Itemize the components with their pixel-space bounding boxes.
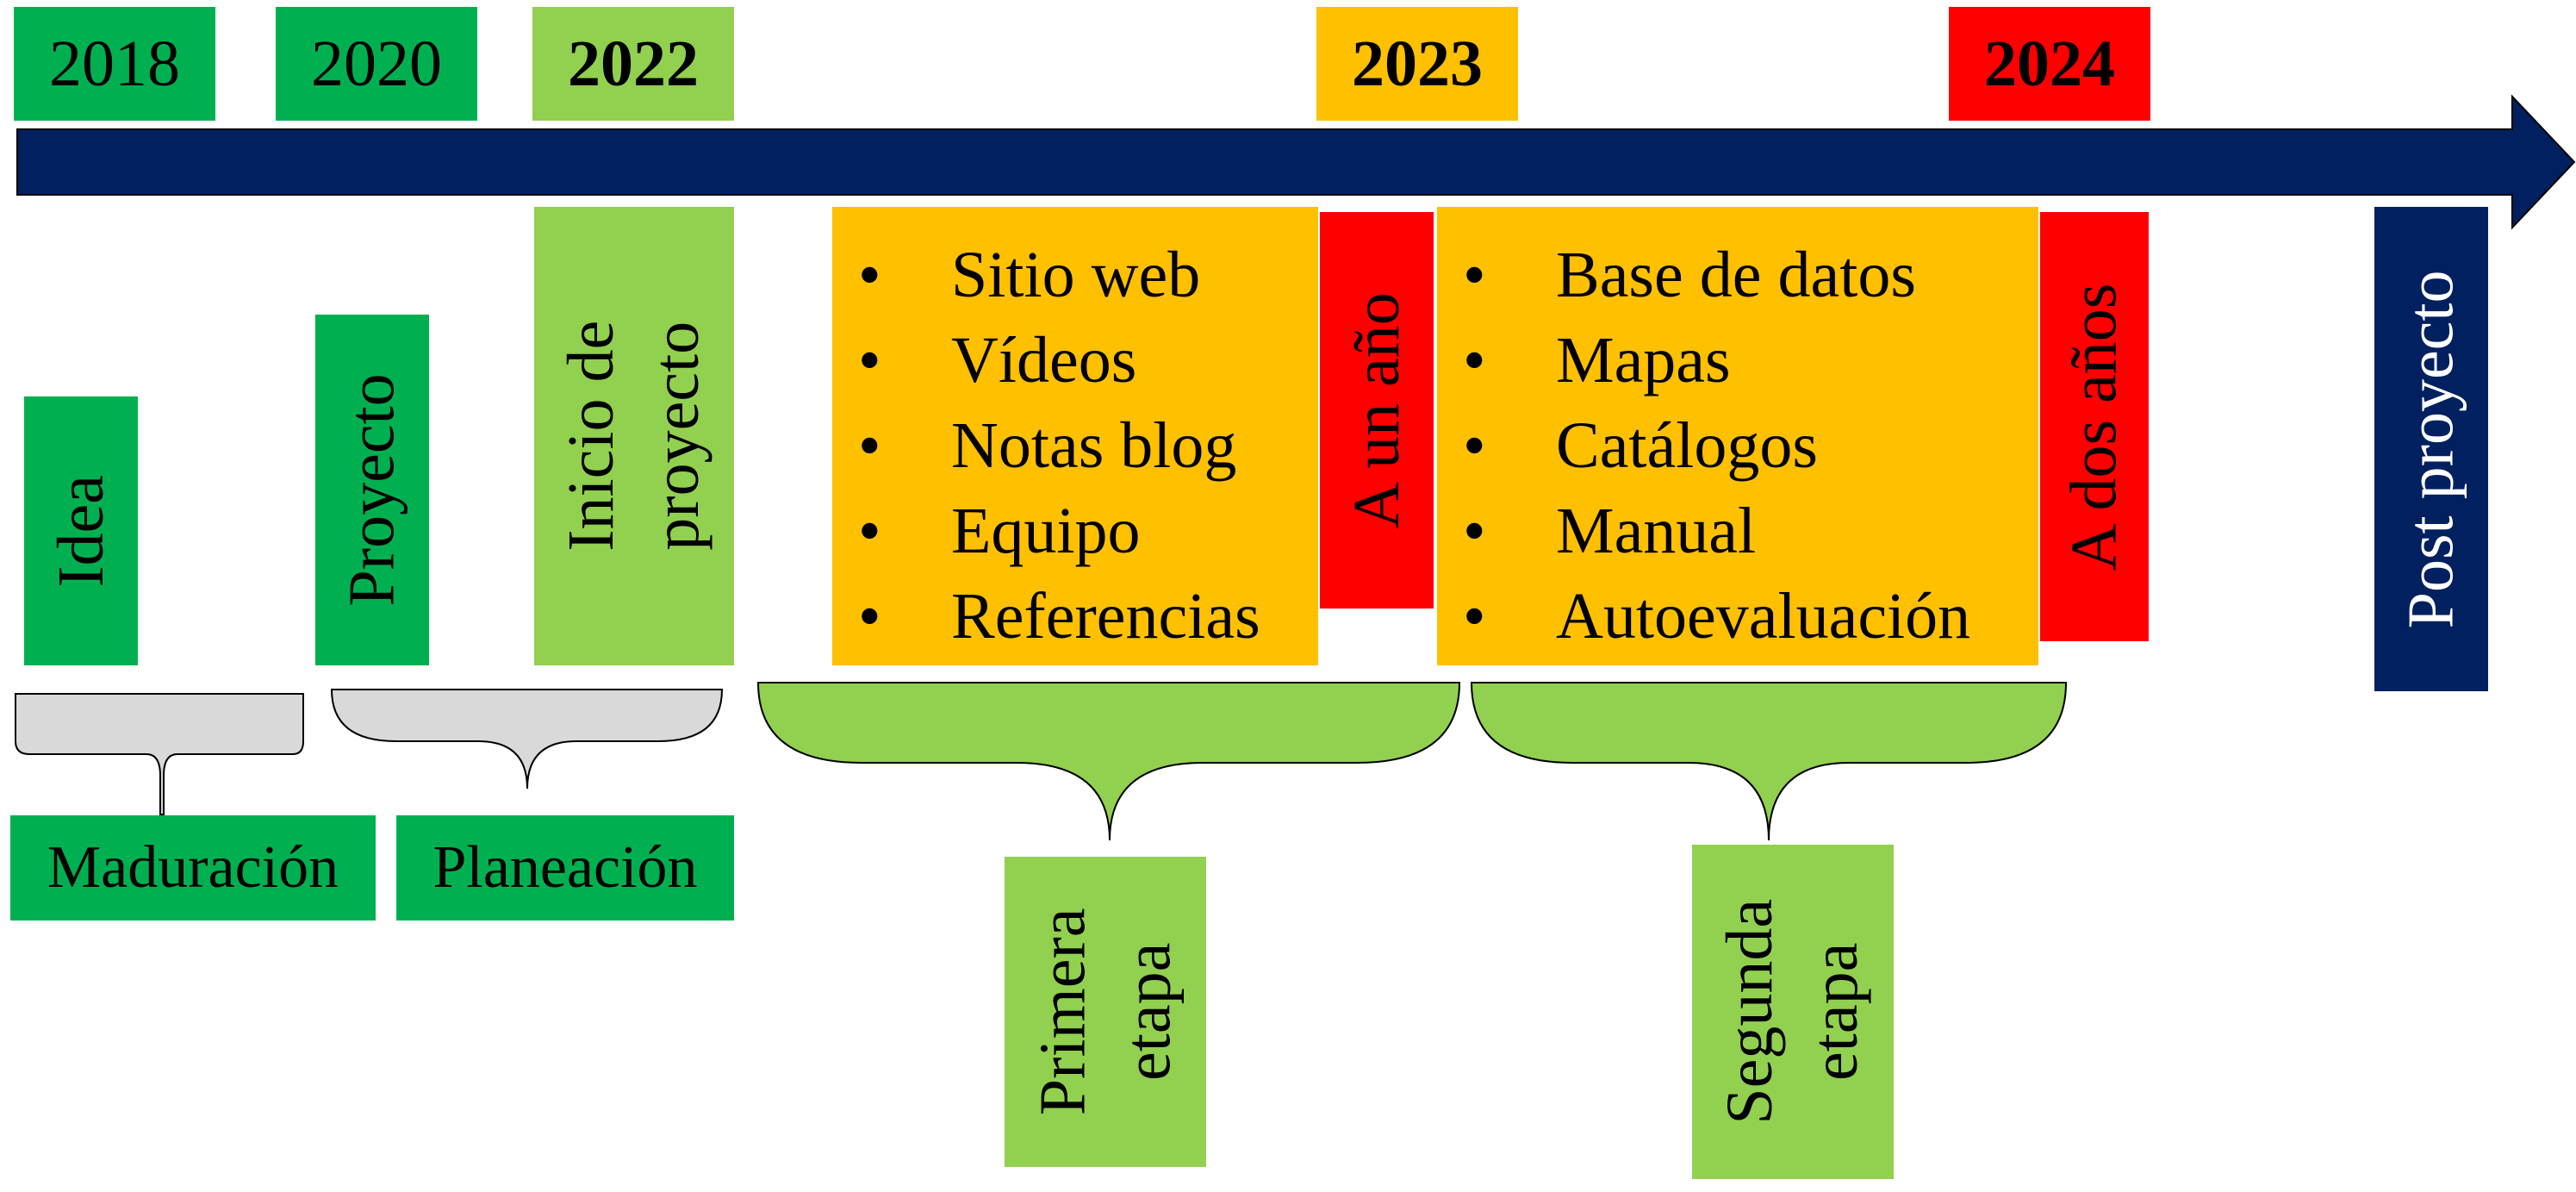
year-2024: 2024	[1949, 7, 2150, 121]
segunda-etapa-label: Segunda etapa	[1708, 899, 1878, 1125]
year-2023: 2023	[1316, 7, 1518, 121]
primera-brace	[756, 682, 1461, 841]
segunda-brace	[1470, 682, 2068, 841]
inicio-line-2: proyecto	[640, 321, 713, 551]
primera-line-2: etapa	[1111, 942, 1184, 1082]
year-2022: 2022	[532, 7, 734, 121]
milestone-proyecto-label: Proyecto	[335, 373, 408, 607]
list-item: Referencias	[832, 574, 1260, 659]
milestone-idea-label: Idea	[44, 474, 117, 588]
list-item: Base de datos	[1437, 233, 1970, 318]
list-item: Catálogos	[1437, 403, 1970, 489]
milestone-inicio-de-proyecto: Inicio de proyecto	[534, 207, 734, 665]
milestone-idea: Idea	[24, 396, 138, 665]
segunda-line-2: etapa	[1799, 942, 1872, 1082]
list-item: Sitio web	[832, 233, 1260, 318]
primera-etapa-label: Primera etapa	[1020, 908, 1191, 1116]
segunda-items-box: Base de datos Mapas Catálogos Manual Aut…	[1437, 207, 2038, 665]
primera-items-box: Sitio web Vídeos Notas blog Equipo Refer…	[832, 207, 1318, 665]
milestone-proyecto: Proyecto	[315, 315, 429, 665]
a-dos-anos-label: A dos años	[2057, 283, 2131, 571]
primera-line-1: Primera	[1026, 908, 1099, 1116]
list-item: Mapas	[1437, 318, 1970, 403]
primera-items-list: Sitio web Vídeos Notas blog Equipo Refer…	[832, 233, 1260, 659]
list-item: Equipo	[832, 489, 1260, 574]
year-2020: 2020	[276, 7, 477, 121]
timeline-arrow	[16, 94, 2576, 230]
list-item: Vídeos	[832, 318, 1260, 403]
list-item: Autoevaluación	[1437, 574, 1970, 659]
list-item: Manual	[1437, 489, 1970, 574]
post-proyecto-label: Post proyecto	[2394, 270, 2467, 628]
segunda-items-list: Base de datos Mapas Catálogos Manual Aut…	[1437, 233, 1970, 659]
milestone-post-proyecto: Post proyecto	[2374, 207, 2488, 691]
phase-primera-etapa: Primera etapa	[1005, 857, 1206, 1167]
segunda-line-1: Segunda	[1714, 899, 1787, 1125]
milestone-inicio-label: Inicio de proyecto	[549, 321, 719, 552]
phase-segunda-etapa: Segunda etapa	[1692, 845, 1894, 1179]
inicio-line-1: Inicio de	[555, 320, 628, 552]
phase-maduracion: Maduración	[10, 815, 376, 921]
year-2018: 2018	[14, 7, 215, 121]
milestone-a-un-ano: A un año	[1320, 212, 1434, 608]
a-un-ano-label: A un año	[1340, 291, 1413, 529]
maduracion-brace	[15, 693, 304, 815]
milestone-a-dos-anos: A dos años	[2040, 212, 2149, 641]
list-item: Notas blog	[832, 403, 1260, 489]
phase-planeacion: Planeación	[396, 815, 734, 921]
planeacion-brace	[330, 689, 724, 789]
